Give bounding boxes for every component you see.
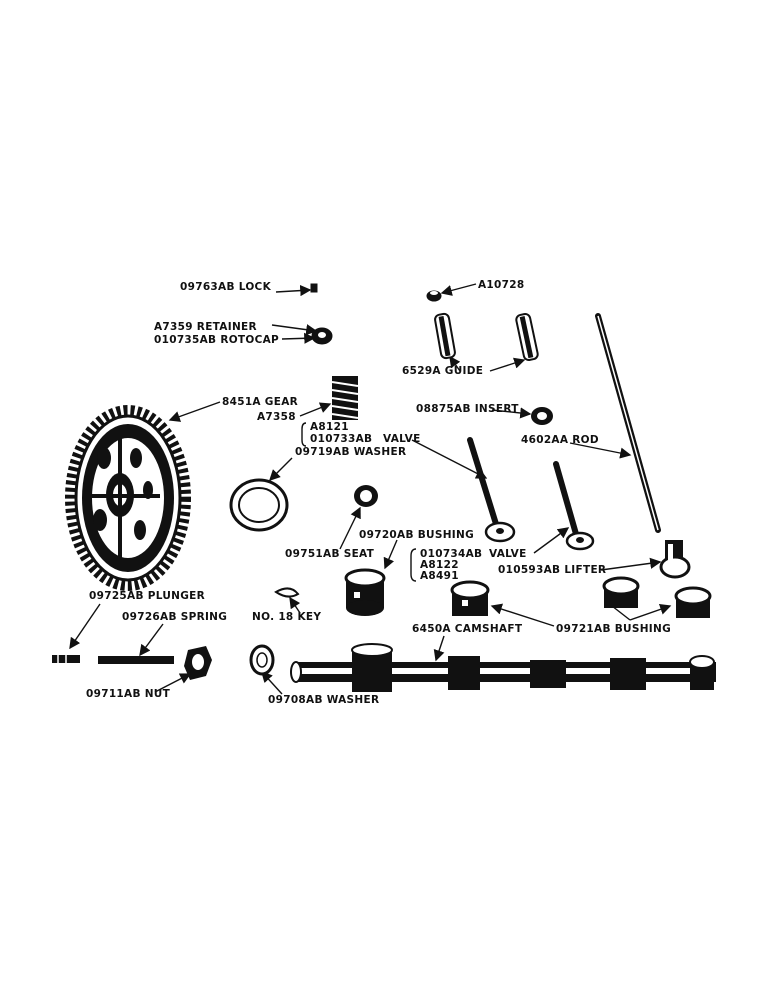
camshaft-part bbox=[290, 643, 716, 692]
spring-part bbox=[98, 656, 174, 664]
label-washer1: 09719AB WASHER bbox=[295, 446, 406, 458]
label-valve1-word: VALVE bbox=[383, 433, 421, 445]
label-nut: 09711AB NUT bbox=[86, 688, 171, 700]
rod-part bbox=[595, 313, 661, 533]
label-washer2: 09708AB WASHER bbox=[268, 694, 379, 706]
label-insert: 08875AB INSERT bbox=[416, 403, 519, 415]
retainer-part bbox=[311, 327, 333, 345]
nut-part bbox=[184, 646, 212, 680]
label-lifter: 010593AB LIFTER bbox=[498, 564, 606, 576]
lock-part bbox=[310, 283, 318, 293]
plunger-part bbox=[52, 655, 80, 663]
label-valve2-part2: A8122 bbox=[420, 559, 459, 571]
valve-spring-part bbox=[331, 376, 359, 420]
label-bushing1: 09720AB BUSHING bbox=[359, 529, 474, 541]
label-gear: 8451A GEAR bbox=[222, 396, 298, 408]
bushing1-part bbox=[344, 568, 386, 616]
a10728-part bbox=[426, 290, 442, 302]
label-a8121: A8121 bbox=[310, 421, 349, 433]
valve1-part bbox=[467, 437, 516, 543]
label-lock: 09763AB LOCK bbox=[180, 281, 272, 293]
label-valve2-word: VALVE bbox=[489, 548, 527, 560]
label-bushing2: 09721AB BUSHING bbox=[556, 623, 671, 635]
label-guide: 6529A GUIDE bbox=[402, 365, 483, 377]
brace-valve1 bbox=[301, 422, 307, 447]
label-key: NO. 18 KEY bbox=[252, 611, 321, 623]
label-valve1-part: 010733AB bbox=[310, 433, 372, 445]
label-camshaft: 6450A CAMSHAFT bbox=[412, 623, 523, 635]
brace-valve2 bbox=[410, 548, 417, 582]
washer2-part bbox=[249, 644, 275, 676]
key-part bbox=[274, 587, 300, 598]
label-seat: 09751AB SEAT bbox=[285, 548, 375, 560]
bushing2-part-2 bbox=[602, 576, 640, 608]
label-spring: 09726AB SPRING bbox=[122, 611, 227, 623]
label-plunger: 09725AB PLUNGER bbox=[89, 590, 205, 602]
label-valve2-part3: A8491 bbox=[420, 570, 459, 582]
label-a10728: A10728 bbox=[478, 279, 524, 291]
leader-lines bbox=[69, 283, 672, 695]
label-rotocap: 010735AB ROTOCAP bbox=[154, 334, 279, 346]
bushing2-part-1 bbox=[450, 580, 490, 616]
valve2-part bbox=[553, 461, 595, 551]
label-a7358: A7358 bbox=[257, 411, 296, 423]
seat-part bbox=[354, 485, 378, 507]
guide-part-1 bbox=[434, 312, 456, 360]
lifter-part bbox=[659, 540, 691, 579]
guide-part-2 bbox=[515, 312, 539, 362]
label-rod: 4602AA ROD bbox=[521, 434, 599, 446]
bushing2-part-3 bbox=[674, 586, 712, 618]
insert-part bbox=[531, 407, 553, 425]
washer1-part bbox=[229, 478, 289, 532]
label-valve2-part1: 010734AB bbox=[420, 548, 482, 560]
label-retainer: A7359 RETAINER bbox=[154, 321, 257, 333]
gear-part bbox=[65, 405, 191, 591]
